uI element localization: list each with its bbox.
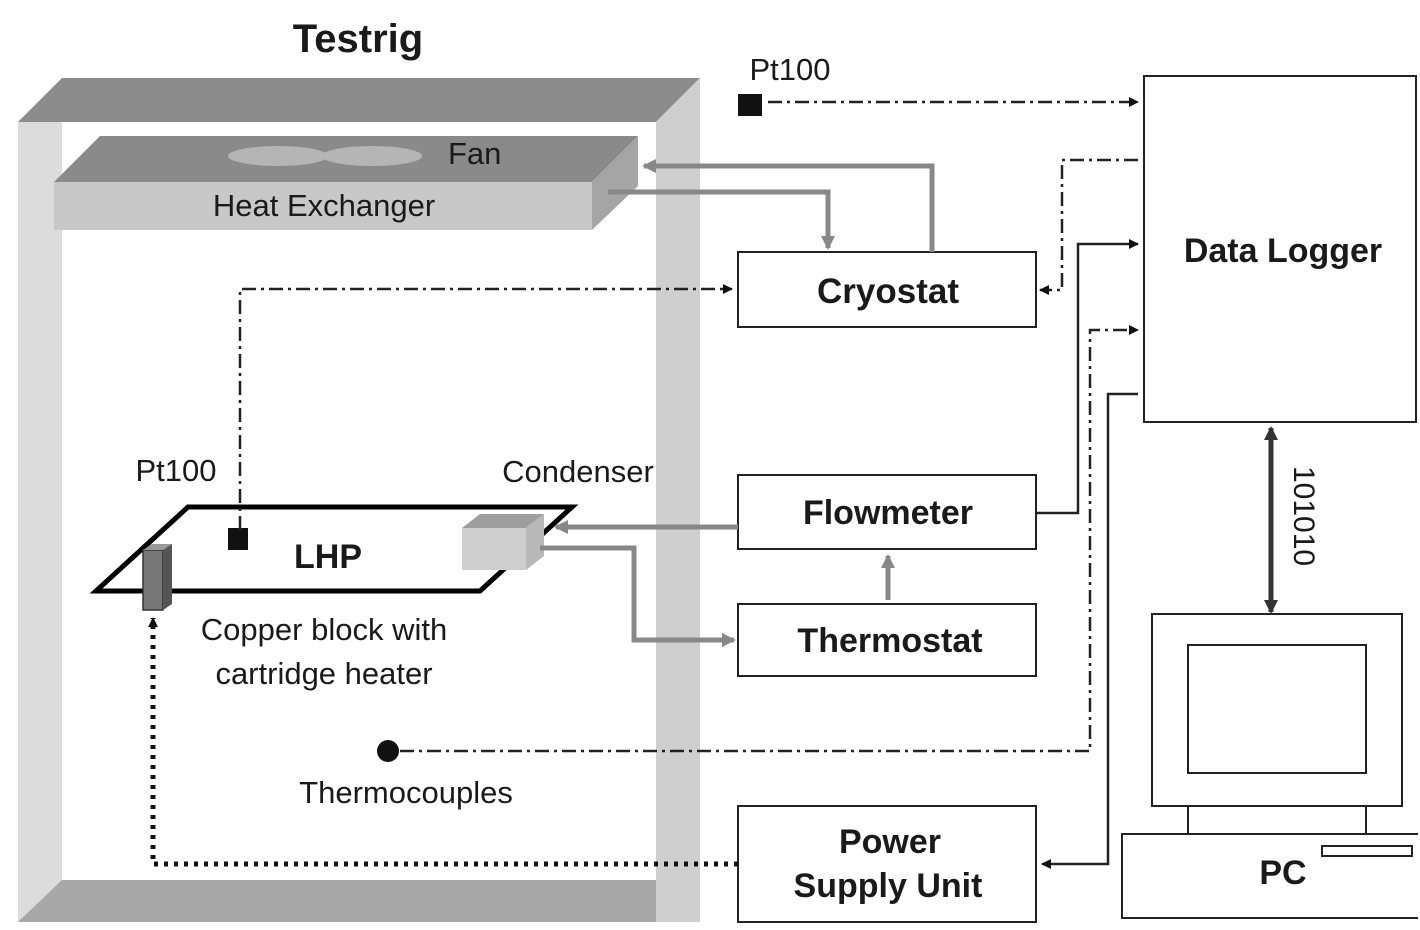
copper-block-label-line1: Copper block with (201, 612, 447, 647)
pt100-top-label: Pt100 (749, 52, 830, 87)
thermostat-box (737, 603, 1037, 677)
pt100-lhp-sensor-icon (228, 528, 248, 550)
condenser-label: Condenser (502, 454, 654, 489)
thermocouples-label: Thermocouples (299, 775, 513, 810)
lhp-plate (89, 504, 579, 594)
thermocouple-icon (377, 740, 399, 762)
coolant-lines (540, 159, 935, 647)
pc-monitor-icon (1151, 613, 1403, 834)
cryostat-label: Cryostat (817, 272, 959, 311)
copper-block-label-line2: cartridge heater (215, 656, 432, 691)
lhp-label: LHP (294, 538, 362, 576)
data-logger-box (1143, 75, 1417, 423)
pt100-lhp-label: Pt100 (135, 453, 216, 488)
cryostat-box (737, 251, 1037, 328)
power-supply-label-line2: Supply Unit (794, 867, 983, 905)
thermostat-label: Thermostat (797, 622, 982, 660)
data-bits-label: 101010 (1287, 466, 1320, 566)
flowmeter-box (737, 474, 1037, 550)
pc-label: PC (1259, 854, 1306, 892)
data-logger-label: Data Logger (1184, 232, 1382, 270)
power-line (148, 617, 738, 867)
fan-icon (228, 146, 422, 166)
power-supply-label-line1: Power (839, 823, 941, 861)
copper-block-icon (142, 544, 172, 611)
power-supply-box (737, 805, 1037, 923)
heat-exchanger-label: Heat Exchanger (213, 188, 435, 223)
flowmeter-label: Flowmeter (803, 494, 973, 532)
testrig-title: Testrig (293, 17, 423, 61)
fan-label: Fan (448, 136, 501, 171)
testrig-enclosure (18, 78, 700, 922)
pc-base-icon (1121, 833, 1418, 919)
pt100-top-sensor-icon (738, 94, 762, 116)
condenser-icon (462, 514, 544, 570)
solid-signal-lines (1036, 239, 1139, 869)
signal-lines (238, 97, 1139, 753)
